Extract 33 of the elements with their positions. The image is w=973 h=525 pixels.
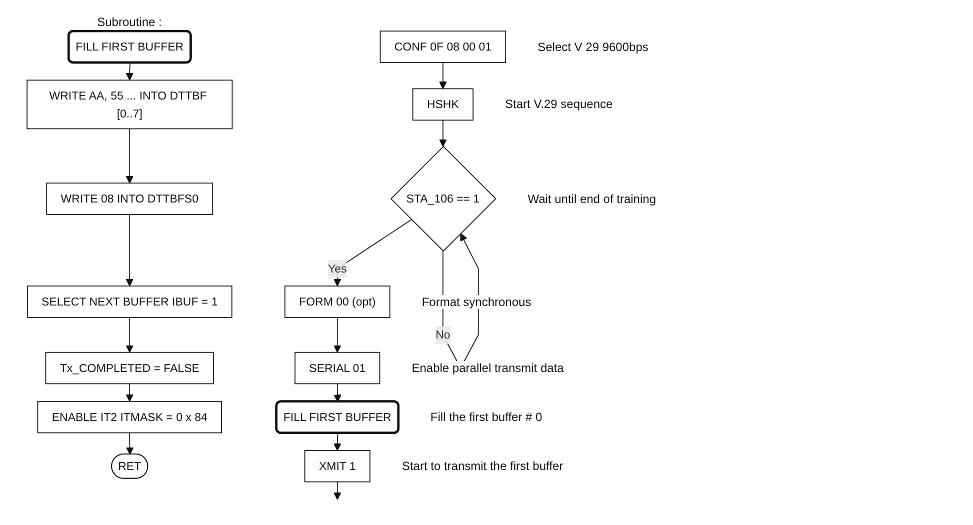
node-box: XMIT 1 [304,450,370,482]
arrow [333,432,342,451]
step-comment: Wait until end of training [526,192,658,206]
subroutine-heading: Subroutine : [97,15,162,30]
step-comment: Fill the first buffer # 0 [428,410,544,424]
arrow [126,128,134,184]
arrow [126,383,134,402]
edge-label: Yes [328,262,347,275]
arrow [126,214,134,286]
step-comment: Format synchronous [420,294,534,310]
node-box: Tx_COMPLETED = FALSE [45,352,214,384]
node-box: SELECT NEXT BUFFER IBUF = 1 [26,286,232,318]
node-box: WRITE 08 INTO DTTBFS0 [46,182,214,215]
step-comment: Enable parallel transmit data [410,361,566,376]
arrow [334,383,342,402]
arrow [126,62,134,80]
arrow [439,62,447,90]
node-box: FORM 00 (opt) [284,286,390,318]
step-comment: Start V.29 sequence [503,97,615,112]
edge-label: No [436,328,450,342]
arrow [126,432,134,455]
node-box: CONF 0F 08 00 01 [380,30,506,63]
step-comment: Select V 29 9600bps [536,40,650,54]
node-diamond: STA_106 == 1 [390,146,496,252]
node-box: ENABLE IT2 ITMASK = 0 x 84 [37,400,222,434]
arrow [333,316,342,353]
arrow [126,316,134,353]
arrow [439,120,447,147]
arrow [333,481,342,500]
arrow [333,219,412,286]
node-box: SERIAL 01 [294,352,380,384]
node-box: WRITE AA, 55 ... INTO DTTBF [0..7] [26,80,233,130]
node-box: HSHK [412,88,474,121]
